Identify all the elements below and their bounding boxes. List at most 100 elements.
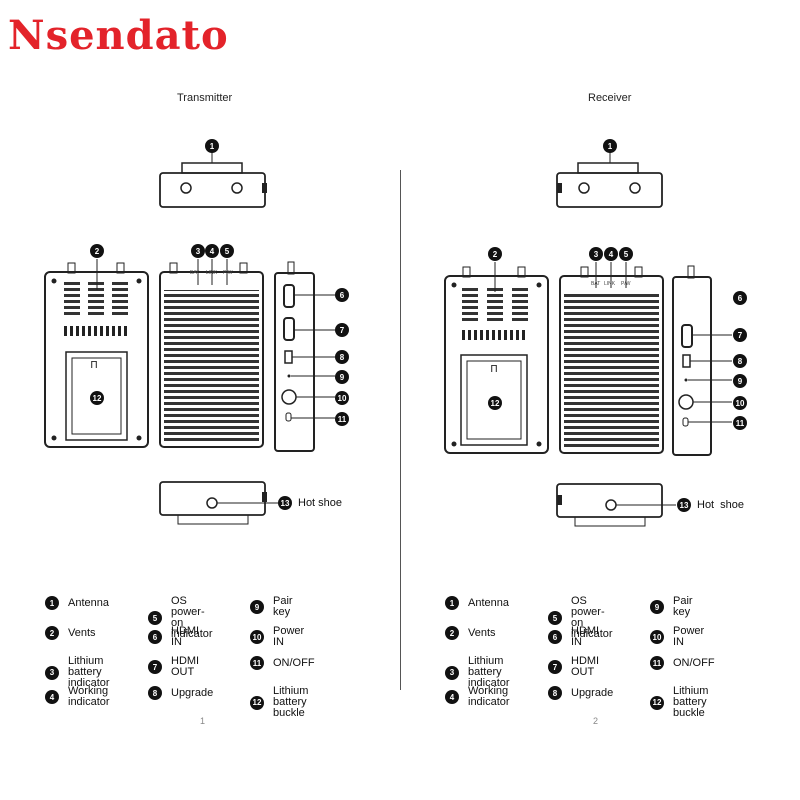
legend-number-badge: 9: [650, 600, 664, 614]
legend-text: Working indicator: [468, 685, 510, 708]
legend-text: Working indicator: [68, 685, 110, 708]
legend-text: HDMI OUT: [171, 655, 200, 678]
callout-1: 1: [603, 139, 617, 153]
legend-number-badge: 9: [250, 600, 264, 614]
callout-8: 8: [335, 350, 349, 364]
legend-number-badge: 4: [45, 690, 59, 704]
legend-text: OS power-on indicator: [571, 595, 613, 640]
legend-text: Lithium battery buckle: [273, 685, 309, 719]
legend-number-badge: 7: [148, 660, 162, 674]
tx-legend-item-11: 11 ON/OFF: [250, 656, 315, 670]
legend-number-badge: 4: [445, 690, 459, 704]
legend-number-badge: 5: [148, 611, 162, 625]
callout-12: 12: [90, 391, 104, 405]
legend-text: OS power-on indicator: [171, 595, 213, 640]
callout-6: 6: [733, 291, 747, 305]
callout-4: 4: [604, 247, 618, 261]
tx-legend-item-6: 6 HDMI IN: [148, 626, 199, 648]
callout-10: 10: [733, 396, 747, 410]
callout-13: 13: [677, 498, 691, 512]
tx-hot-shoe-label: Hot shoe: [298, 497, 343, 509]
legend-number-badge: 11: [250, 656, 264, 670]
legend-number-badge: 7: [548, 660, 562, 674]
legend-number-badge: 6: [548, 630, 562, 644]
callout-13: 13: [278, 496, 292, 510]
rx-legend-item-1: 1 Antenna: [445, 596, 509, 610]
page-number-left: 1: [200, 716, 206, 726]
tx-top-view: [159, 150, 267, 208]
legend-text: HDMI IN: [171, 625, 200, 648]
legend-number-badge: 10: [650, 630, 664, 644]
callout-2: 2: [90, 244, 104, 258]
svg-text:Π: Π: [490, 364, 498, 375]
tx-link-label: LINK: [206, 270, 218, 276]
legend-text: Vents: [68, 626, 96, 639]
callout-7: 7: [733, 328, 747, 342]
callout-4: 4: [205, 244, 219, 258]
callout-6: 6: [335, 288, 349, 302]
callout-7: 7: [335, 323, 349, 337]
legend-number-badge: 3: [445, 665, 459, 680]
legend-text: Upgrade: [571, 686, 614, 699]
legend-number-badge: 1: [445, 596, 459, 610]
page-number-right: 2: [593, 716, 599, 726]
rx-legend-item-10: 10 Power IN: [650, 626, 704, 648]
callout-5: 5: [220, 244, 234, 258]
legend-text: Lithium battery buckle: [673, 685, 709, 719]
callout-2: 2: [488, 247, 502, 261]
receiver-title: Receiver: [588, 92, 632, 104]
legend-number-badge: 10: [250, 630, 264, 644]
tx-legend-item-5: 5 OS power-on indicator: [148, 596, 213, 640]
legend-number-badge: 12: [250, 695, 264, 710]
legend-number-badge: 5: [548, 611, 562, 625]
legend-text: ON/OFF: [673, 656, 715, 669]
rx-link-label: LINK: [604, 281, 616, 287]
section-divider: [400, 170, 401, 690]
legend-number-badge: 1: [45, 596, 59, 610]
rx-pw-label: P/W: [621, 281, 631, 287]
callout-10: 10: [335, 391, 349, 405]
legend-number-badge: 11: [650, 656, 664, 670]
rx-legend-item-3: 3 Lithium battery indicator: [445, 656, 510, 689]
callout-9: 9: [335, 370, 349, 384]
legend-number-badge: 8: [148, 686, 162, 700]
tx-legend-item-4: 4 Working indicator: [45, 686, 110, 708]
legend-text: ON/OFF: [273, 656, 315, 669]
tx-pw-label: P/W: [223, 270, 233, 276]
legend-number-badge: 6: [148, 630, 162, 644]
transmitter-title: Transmitter: [177, 92, 233, 104]
tx-bat-label: BAT: [190, 270, 200, 276]
rx-legend-item-6: 6 HDMI IN: [548, 626, 599, 648]
tx-legend-item-9: 9 Pair key: [250, 596, 293, 618]
callout-8: 8: [733, 354, 747, 368]
rx-back-view: Π: [444, 266, 549, 454]
tx-legend-item-12: 12 Lithium battery buckle: [250, 686, 308, 719]
brand-logo: Nsendato: [8, 12, 229, 59]
rx-top-view: [556, 162, 663, 208]
callout-3: 3: [191, 244, 205, 258]
tx-back-view: Π: [44, 262, 149, 448]
legend-text: Power IN: [673, 625, 705, 648]
tx-legend-item-7: 7 HDMI OUT: [148, 656, 199, 678]
legend-text: Vents: [468, 626, 496, 639]
legend-text: HDMI IN: [571, 625, 600, 648]
callout-3: 3: [589, 247, 603, 261]
legend-text: Antenna: [468, 596, 509, 609]
legend-text: Pair key: [273, 595, 293, 618]
legend-text: Lithium battery indicator: [468, 655, 510, 689]
rx-legend-item-4: 4 Working indicator: [445, 686, 510, 708]
callout-11: 11: [733, 416, 747, 430]
callout-5: 5: [619, 247, 633, 261]
svg-text:Π: Π: [90, 360, 98, 371]
rx-hot-shoe-label: Hot shoe: [697, 499, 745, 511]
legend-text: Power IN: [273, 625, 305, 648]
rx-side-view: [672, 265, 712, 456]
legend-number-badge: 3: [45, 665, 59, 680]
